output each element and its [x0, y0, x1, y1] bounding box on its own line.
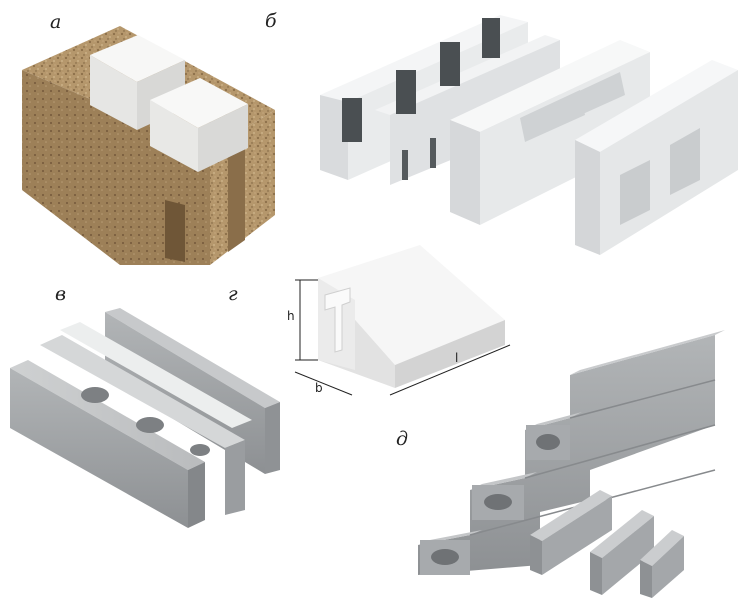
label-b: б — [265, 10, 277, 32]
aerated-block-diagram: h b l — [287, 245, 511, 396]
dimension-h-label: h — [287, 309, 295, 323]
block-a-wood-concrete — [22, 26, 275, 265]
label-a: а — [50, 11, 62, 33]
dimension-l-line — [389, 344, 511, 396]
dimension-b-line — [294, 371, 353, 396]
label-g: г — [228, 283, 238, 305]
block-v-g-concrete-forms — [10, 308, 280, 528]
block-b-polystyrene-forms — [320, 15, 738, 255]
block-d-hollow-concrete-wall — [418, 330, 725, 598]
label-v: в — [55, 283, 67, 305]
dimension-l-label: l — [455, 351, 458, 365]
dimension-b-label: b — [315, 381, 323, 395]
label-d: д — [396, 428, 409, 450]
